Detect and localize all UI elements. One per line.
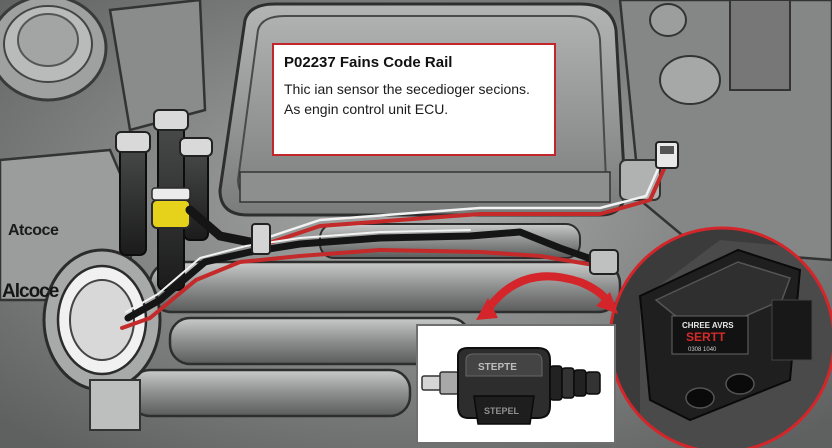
connector-inset-drawing: STEPTE STEPEL: [418, 326, 614, 442]
fault-code-description-line1: Thic ian sensor the secedioger secions.: [284, 81, 530, 97]
throttle-body: [42, 248, 162, 431]
wire-black: [124, 228, 604, 322]
reservoir-cap: [0, 0, 108, 102]
wire-white-lower: [125, 229, 471, 313]
side-label-top: Atcoce: [8, 222, 59, 239]
wire-white-upper: [258, 158, 664, 242]
callout-arrow: [476, 272, 618, 320]
wire-black-upper: [185, 205, 265, 249]
wire-red: [120, 248, 602, 330]
connector-inset: STEPTE STEPEL: [416, 324, 616, 444]
harness-clip: [251, 223, 271, 255]
sensor-yellow-band: [151, 187, 191, 229]
sensor-plug-body: [421, 347, 551, 425]
side-label: Alcoce: [2, 281, 59, 302]
ecu-connector-detail: [638, 248, 813, 422]
fault-code-callout: P02237 Fains Code Rail Thic ian sensor t…: [272, 43, 556, 156]
inset-plug-top-text: STEPTE: [478, 362, 517, 373]
connector-zoom-circle: CHREE AVRS SERTT 0308 1040: [608, 226, 832, 448]
connector-detail-line1: CHREE AVRS: [682, 321, 734, 330]
connector-detail-line3: 0308 1040: [688, 347, 717, 353]
harness-plug-right: [589, 249, 619, 275]
wire-red-upper: [258, 158, 670, 248]
fault-code-title: P02237 Fains Code Rail: [284, 54, 453, 71]
sensor-connector-top: [655, 141, 679, 169]
inset-plug-bottom-text: STEPEL: [484, 406, 520, 416]
connector-detail-line2: SERTT: [686, 330, 726, 344]
fault-code-description-line2: As engin control unit ECU.: [284, 101, 449, 117]
sensor-plug-boot: [549, 365, 601, 401]
